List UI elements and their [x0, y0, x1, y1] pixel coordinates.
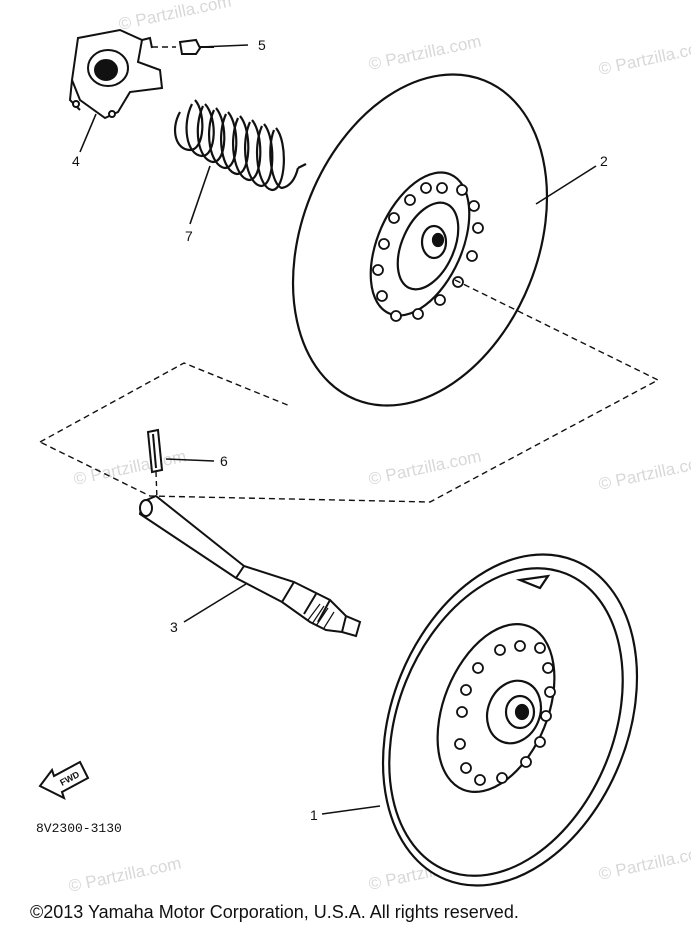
part-4-bracket: [68, 28, 164, 120]
callout-7: 7: [185, 228, 193, 244]
watermark: © Partzilla.com: [117, 0, 233, 34]
watermark: © Partzilla.com: [72, 447, 188, 489]
copyright-notice: ©2013 Yamaha Motor Corporation, U.S.A. A…: [30, 902, 519, 922]
watermark: © Partzilla.com: [597, 842, 691, 884]
diagram-code: 8V2300-3130: [36, 821, 122, 836]
callout-5: 5: [258, 37, 266, 53]
callout-2: 2: [600, 153, 608, 169]
fwd-arrow: FWD: [38, 760, 90, 800]
watermark: © Partzilla.com: [597, 452, 691, 494]
part-1-sheave: [381, 553, 639, 887]
watermark: © Partzilla.com: [367, 32, 483, 74]
leader-lines: [79, 44, 597, 815]
part-7-spring: [173, 99, 307, 192]
callout-1: 1: [310, 807, 318, 823]
callout-6: 6: [220, 453, 228, 469]
part-6-pin: [146, 428, 164, 501]
watermark: © Partzilla.com: [67, 854, 183, 896]
assembly-outline: [39, 279, 660, 503]
callout-4: 4: [72, 153, 80, 169]
part-2-sheave: [291, 73, 549, 407]
callout-3: 3: [170, 619, 178, 635]
part-3-shaft: [138, 494, 362, 638]
watermark: © Partzilla.com: [597, 37, 691, 79]
